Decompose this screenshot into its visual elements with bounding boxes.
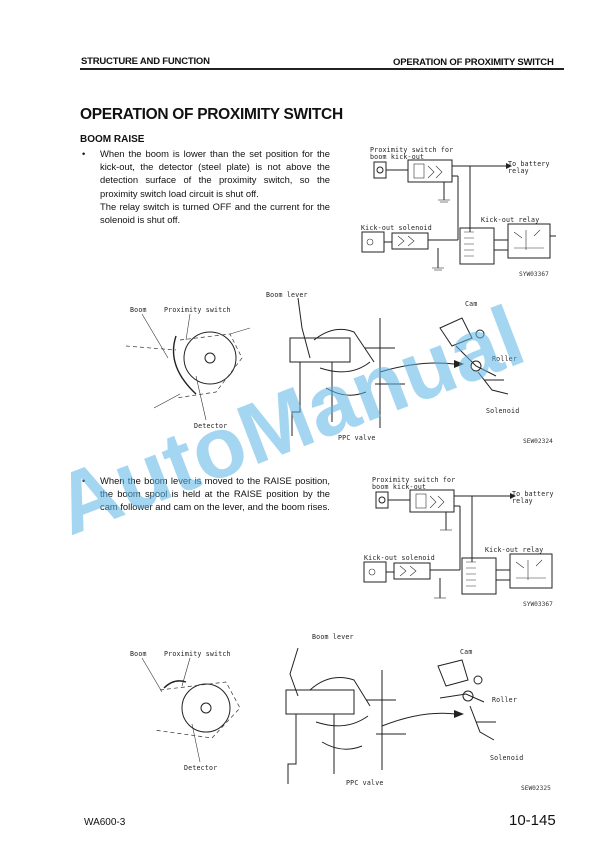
label-cam: Cam bbox=[465, 300, 478, 308]
header-section-label: STRUCTURE AND FUNCTION bbox=[81, 56, 210, 67]
section-heading: BOOM RAISE bbox=[80, 134, 145, 145]
label-proximity-switch: Proximity switch bbox=[164, 306, 231, 314]
label-proximity-switch-2: boom kick-out bbox=[370, 153, 425, 161]
header-rule bbox=[80, 68, 564, 70]
label-kickout-solenoid: Kick-out solenoid bbox=[364, 554, 435, 562]
label-boom-lever: Boom lever bbox=[266, 291, 308, 299]
paragraph-boom-raise: • When the boom lever is moved to the RA… bbox=[82, 474, 330, 514]
label-cam: Cam bbox=[460, 648, 473, 656]
label-solenoid: Solenoid bbox=[490, 754, 524, 762]
label-boom: Boom bbox=[130, 650, 147, 658]
circuit-diagram-2: Proximity switch for boom kick-out To ba… bbox=[356, 470, 576, 610]
paragraph-text-2: The relay switch is turned OFF and the c… bbox=[100, 200, 330, 226]
label-proximity-switch: Proximity switch bbox=[164, 650, 231, 658]
circuit-schematic bbox=[363, 489, 553, 599]
label-roller: Roller bbox=[492, 355, 518, 363]
label-relay: relay bbox=[508, 167, 529, 175]
label-kickout-relay: Kick-out relay bbox=[485, 546, 544, 554]
label-boom: Boom bbox=[130, 306, 147, 314]
circuit-diagram-1: Proximity switch for boom kick-out To ba… bbox=[348, 140, 568, 280]
label-kickout-relay: Kick-out relay bbox=[481, 216, 540, 224]
paragraph-text: When the boom is lower than the set posi… bbox=[100, 148, 330, 199]
figure-code: SEW02324 bbox=[523, 438, 553, 445]
figure-code: SYW03367 bbox=[519, 271, 549, 278]
footer-model: WA600-3 bbox=[84, 817, 126, 828]
bullet: • bbox=[82, 148, 86, 159]
label-boom-lever: Boom lever bbox=[312, 633, 354, 641]
mechanism-drawing bbox=[125, 297, 509, 436]
bullet: • bbox=[82, 475, 86, 486]
paragraph-text: When the boom lever is moved to the RAIS… bbox=[100, 475, 330, 513]
label-proximity-switch-2: boom kick-out bbox=[372, 483, 427, 491]
label-kickout-solenoid: Kick-out solenoid bbox=[361, 224, 432, 232]
mechanism-diagram-1: Boom Proximity switch Detector Boom leve… bbox=[120, 288, 570, 448]
label-relay: relay bbox=[512, 497, 533, 505]
label-detector: Detector bbox=[184, 764, 218, 772]
mechanism-diagram-2: Boom Proximity switch Detector Boom leve… bbox=[120, 630, 570, 800]
paragraph-kickout-off: • When the boom is lower than the set po… bbox=[82, 147, 330, 226]
figure-code: SYW03367 bbox=[523, 601, 553, 608]
header-topic-label: OPERATION OF PROXIMITY SWITCH bbox=[393, 57, 554, 68]
footer-page-number: 10-145 bbox=[509, 812, 556, 829]
figure-code: SEW02325 bbox=[521, 785, 551, 792]
label-proximity-switch: Proximity switch for bbox=[372, 476, 456, 484]
label-to-battery: To battery bbox=[508, 160, 550, 168]
label-ppc-valve: PPC valve bbox=[346, 779, 384, 787]
label-solenoid: Solenoid bbox=[486, 407, 520, 415]
mechanism-drawing bbox=[141, 647, 496, 784]
label-roller: Roller bbox=[492, 696, 518, 704]
page-title: OPERATION OF PROXIMITY SWITCH bbox=[80, 106, 343, 123]
label-to-battery: To battery bbox=[512, 490, 554, 498]
circuit-schematic bbox=[361, 159, 556, 271]
label-proximity-switch: Proximity switch for bbox=[370, 146, 454, 154]
label-detector: Detector bbox=[194, 422, 228, 430]
label-ppc-valve: PPC valve bbox=[338, 434, 376, 442]
